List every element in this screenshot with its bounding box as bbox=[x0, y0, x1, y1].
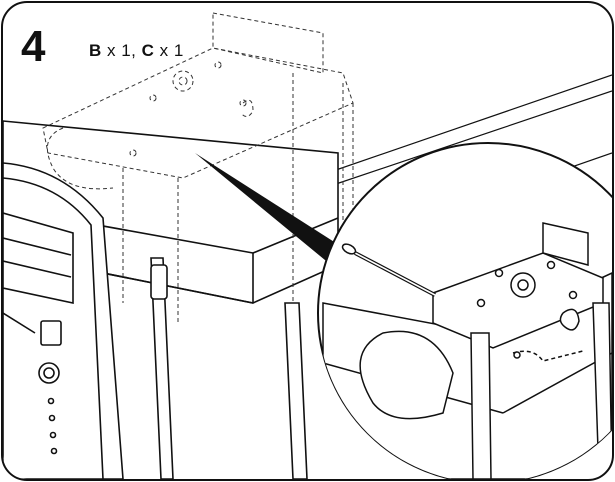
part-qty-c: x 1 bbox=[154, 41, 184, 60]
bracket-outline-dashed bbox=[42, 12, 354, 343]
mounting-straps bbox=[150, 257, 308, 479]
part-qty-b: x 1, bbox=[101, 41, 142, 60]
computer-tower bbox=[3, 162, 124, 479]
parts-list: B x 1, C x 1 bbox=[89, 41, 184, 61]
assembly-illustration bbox=[3, 12, 612, 479]
screwdriver bbox=[341, 243, 436, 297]
callout-wedge bbox=[195, 153, 339, 265]
step-number: 4 bbox=[21, 22, 46, 71]
magnified-detail bbox=[317, 142, 612, 479]
part-letter-b: B bbox=[89, 41, 102, 60]
part-letter-c: C bbox=[141, 41, 155, 60]
